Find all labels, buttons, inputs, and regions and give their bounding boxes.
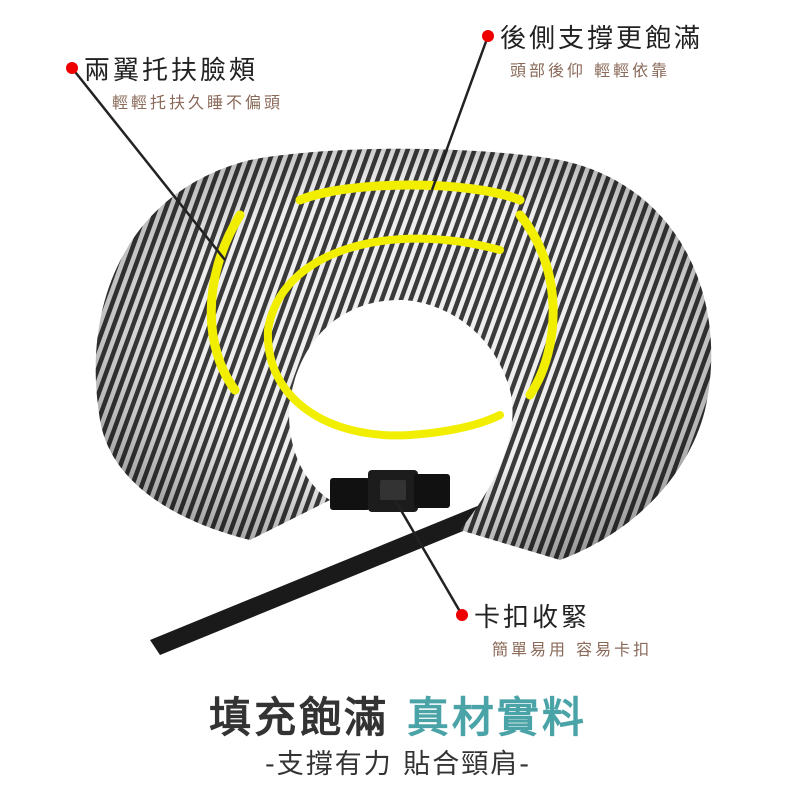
support-highlight-arcs (206, 180, 558, 440)
callout-subtitle: 頭部後仰 輕輕依靠 (510, 61, 671, 80)
callout-back-support: 後側支撐更飽滿 頭部後仰 輕輕依靠 (500, 18, 703, 81)
buckle (330, 470, 450, 512)
tagline: -支撐有力 貼合頸肩- (264, 749, 532, 780)
callout-subtitle: 簡單易用 容易卡扣 (492, 640, 653, 659)
callout-dot (66, 62, 78, 74)
callout-title: 卡扣收緊 (474, 603, 591, 633)
headline: 填充飽滿 真材實料 (0, 684, 796, 745)
callout-subtitle: 輕輕托扶久睡不偏頭 (112, 93, 284, 112)
callout-title: 後側支撐更飽滿 (500, 24, 704, 54)
headline-part2: 真材實料 (406, 693, 587, 742)
callout-dot (456, 609, 468, 621)
headline-part1: 填充飽滿 (209, 693, 390, 742)
callout-buckle: 卡扣收緊 簡單易用 容易卡扣 (474, 597, 652, 660)
strap (150, 505, 490, 655)
callout-cheek-support: 兩翼托扶臉頰 輕輕托扶久睡不偏頭 (84, 50, 283, 113)
callout-title: 兩翼托扶臉頰 (84, 56, 259, 86)
callout-dot (482, 30, 494, 42)
